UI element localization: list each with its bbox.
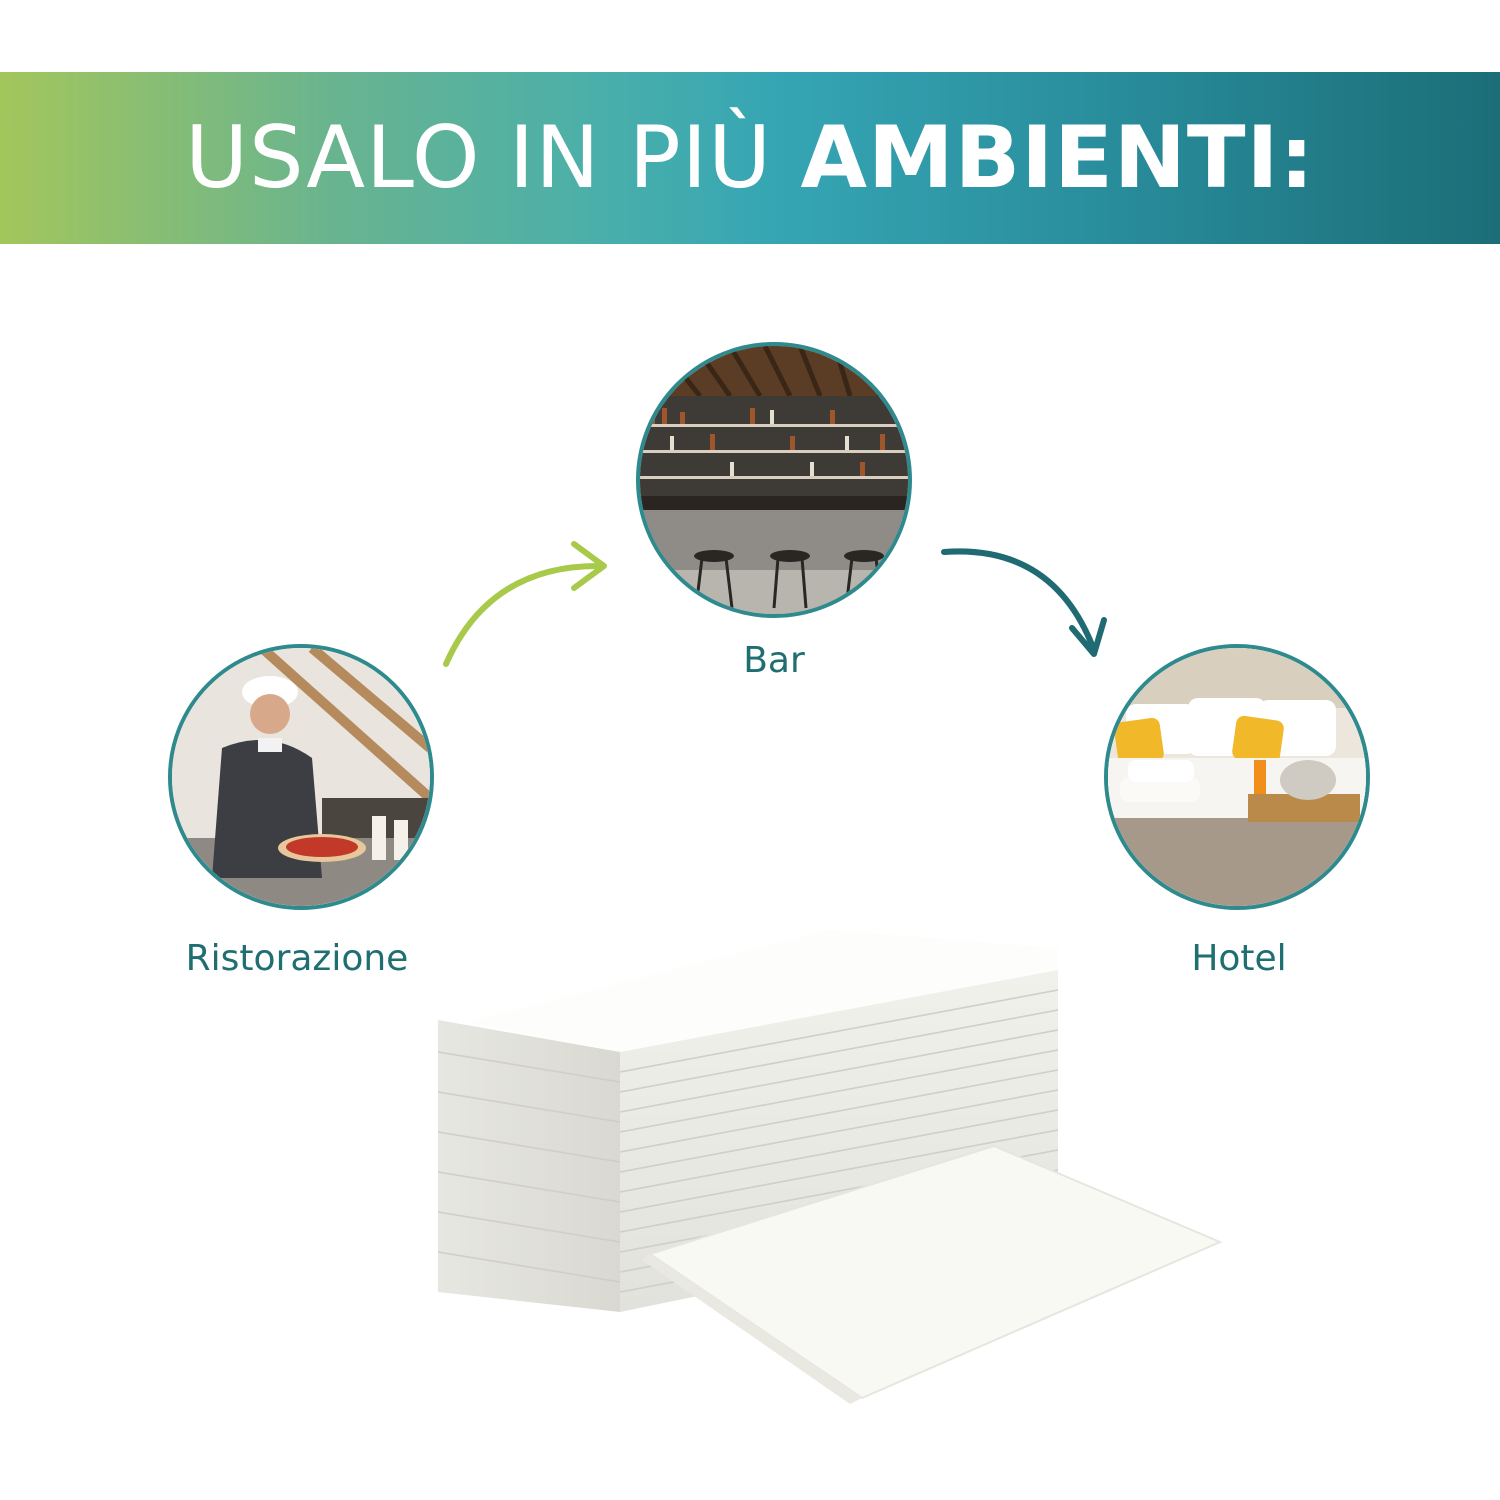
arrow-right-down-icon xyxy=(941,548,1107,657)
ristorazione-illustration xyxy=(172,648,430,906)
paper-towel-stack xyxy=(437,930,1223,1404)
bar-illustration xyxy=(640,346,908,614)
header-banner: USALO IN PIÙ AMBIENTI: xyxy=(0,72,1500,244)
label-ristorazione: Ristorazione xyxy=(185,938,409,979)
bar-photo xyxy=(636,342,912,618)
hotel-illustration xyxy=(1108,648,1366,906)
banner-title-light: USALO IN PIÙ xyxy=(185,108,801,208)
label-bar: Bar xyxy=(743,640,805,681)
arrow-right-up-icon xyxy=(443,541,607,667)
banner-title-bold: AMBIENTI: xyxy=(800,108,1315,208)
hotel-photo xyxy=(1104,644,1370,910)
label-hotel: Hotel xyxy=(1191,938,1287,979)
ristorazione-photo xyxy=(168,644,434,910)
banner-title: USALO IN PIÙ AMBIENTI: xyxy=(185,108,1315,208)
